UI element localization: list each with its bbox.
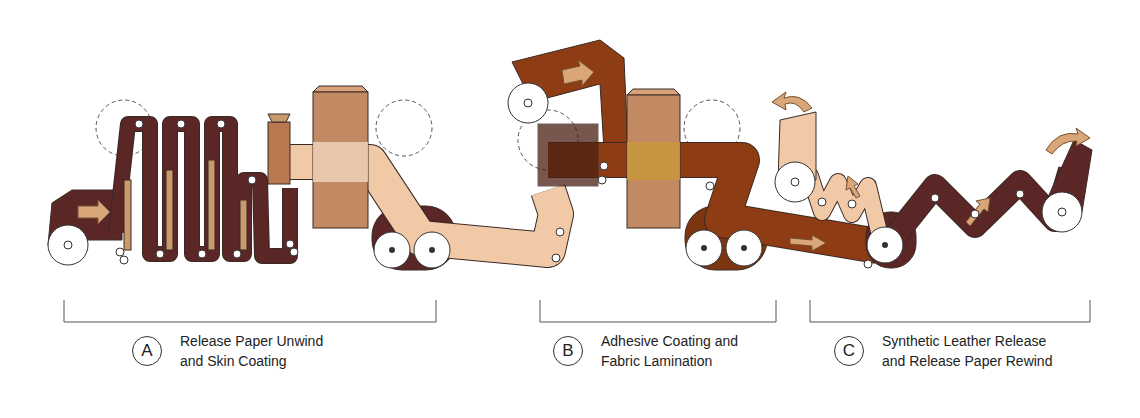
skin-coating-section	[48, 86, 556, 270]
release-section	[772, 92, 1092, 268]
step-letter: A	[132, 336, 162, 366]
lamination-section	[508, 40, 878, 270]
step-letter: C	[834, 336, 864, 366]
section-label: C Synthetic Leather Release and Release P…	[834, 331, 1097, 371]
section-label: A Release Paper Unwind and Skin Coating	[132, 331, 370, 371]
step-letter: B	[553, 336, 583, 366]
step-description: Synthetic Leather Release and Release Pa…	[882, 331, 1097, 371]
idler-roller	[116, 120, 1024, 268]
section-label: B Adhesive Coating and Fabric Lamination	[553, 331, 786, 371]
section-bracket	[64, 300, 1090, 322]
step-description: Release Paper Unwind and Skin Coating	[180, 331, 370, 371]
step-description: Adhesive Coating and Fabric Lamination	[601, 331, 786, 371]
